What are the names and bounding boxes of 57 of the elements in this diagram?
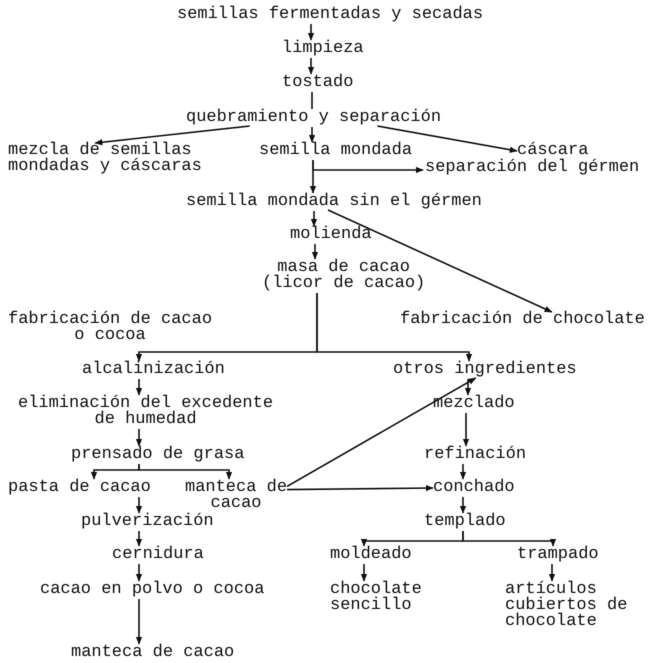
process-step: conchado bbox=[433, 480, 515, 496]
arrow bbox=[462, 531, 556, 547]
process-step: limpieza bbox=[282, 41, 364, 57]
process-step: trampado bbox=[517, 547, 599, 563]
arrow bbox=[287, 484, 434, 492]
process-step: fabricación de chocolate bbox=[400, 312, 645, 328]
arrow bbox=[377, 125, 518, 153]
arrow bbox=[308, 127, 316, 143]
arrow bbox=[136, 429, 142, 447]
process-step: tostado bbox=[282, 75, 354, 91]
process-step: semillas fermentadas y secadas bbox=[177, 7, 484, 23]
process-step: otros ingredientes bbox=[393, 362, 577, 378]
process-step: quebramiento y separación bbox=[186, 110, 442, 126]
arrow bbox=[462, 413, 470, 447]
arrow bbox=[136, 379, 142, 396]
arrow bbox=[308, 24, 314, 41]
process-step: cernidura bbox=[112, 547, 204, 563]
process-step: manteca de cacao bbox=[185, 480, 288, 512]
process-step: semilla mondada sin el gérmen bbox=[186, 194, 482, 210]
process-step: cáscara bbox=[517, 143, 588, 159]
process-step: prensado de grasa bbox=[71, 447, 244, 463]
process-step: chocolate sencillo bbox=[330, 582, 432, 614]
arrow bbox=[548, 564, 556, 582]
process-step: pulverización bbox=[81, 514, 214, 530]
arrow bbox=[316, 293, 472, 362]
process-step: molienda bbox=[290, 227, 372, 243]
process-step: separación del gérmen bbox=[425, 160, 640, 176]
arrow bbox=[312, 160, 424, 174]
arrow bbox=[310, 211, 318, 227]
arrow bbox=[136, 531, 142, 547]
arrow bbox=[138, 464, 232, 480]
arrow bbox=[136, 599, 142, 645]
process-step: alcalinización bbox=[82, 362, 225, 378]
process-step: semilla mondada bbox=[259, 143, 412, 159]
arrow bbox=[312, 244, 318, 260]
arrow bbox=[136, 497, 142, 514]
process-step: mezcla de semillas mondadas y cáscaras bbox=[8, 143, 202, 175]
arrow bbox=[136, 564, 142, 582]
process-step: artículos cubiertos de chocolate bbox=[505, 582, 628, 630]
arrow bbox=[460, 464, 466, 480]
process-step: masa de cacao (licor de cacao) bbox=[262, 260, 426, 292]
process-step: templado bbox=[424, 514, 506, 530]
arrow bbox=[360, 564, 368, 582]
process-step: manteca de cacao bbox=[71, 645, 234, 661]
process-step: cacao en polvo o cocoa bbox=[40, 582, 264, 598]
arrow bbox=[464, 379, 472, 396]
process-step: mezclado bbox=[433, 396, 515, 412]
arrow bbox=[94, 125, 250, 146]
process-step: eliminación del excedente de humedad bbox=[18, 396, 274, 428]
process-step: moldeado bbox=[330, 547, 412, 563]
process-step: refinación bbox=[424, 447, 526, 463]
arrow bbox=[328, 209, 553, 313]
process-step: pasta de cacao bbox=[8, 480, 151, 496]
arrow bbox=[286, 377, 476, 488]
arrow bbox=[308, 58, 314, 75]
arrow bbox=[460, 497, 466, 514]
section-heading: fabricación de cacao o cocoa bbox=[8, 312, 212, 344]
